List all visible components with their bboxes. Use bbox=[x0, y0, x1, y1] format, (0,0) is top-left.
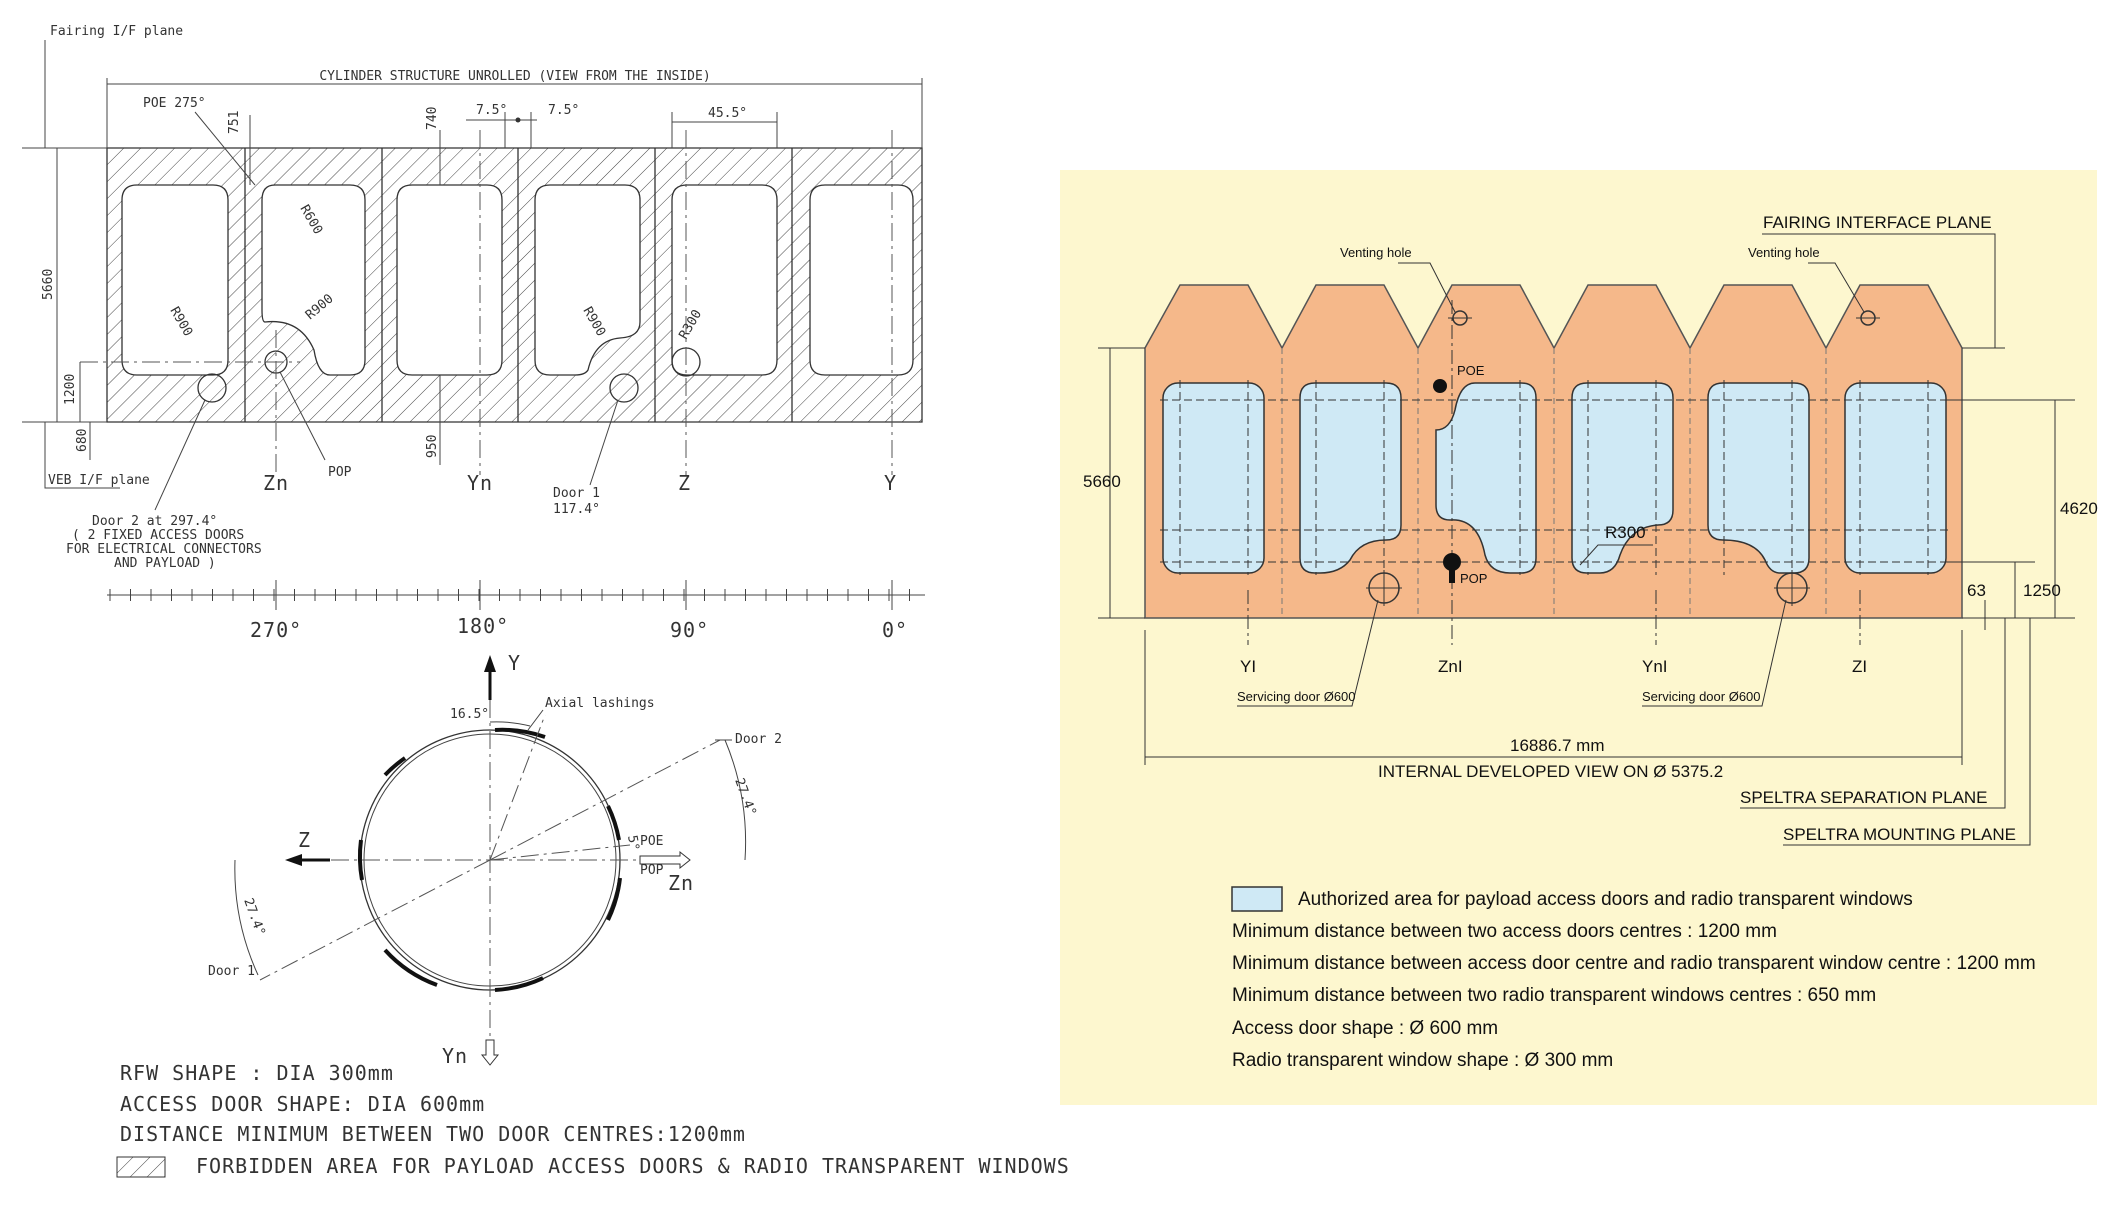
poe-angle: POE 275° bbox=[143, 96, 206, 111]
venting-hole-label-2: Venting hole bbox=[1748, 245, 1820, 260]
axis-z: Z bbox=[678, 471, 691, 495]
door2-note-4: AND PAYLOAD ) bbox=[114, 556, 216, 571]
circle-poe-label: POE bbox=[640, 834, 663, 849]
r600-label: R600 bbox=[297, 203, 326, 238]
scale-270: 270° bbox=[250, 618, 302, 642]
axis-zi: ZI bbox=[1852, 657, 1867, 676]
left-section-view: Y Z Zn Yn 16.5° Axial lashings Door 2 Do… bbox=[208, 651, 782, 1068]
forbidden-hatched-area bbox=[106, 147, 923, 423]
r900-label-c: R900 bbox=[580, 305, 609, 340]
door2-note-1: Door 2 at 297.4° bbox=[92, 514, 217, 529]
dim-7-5-left: 7.5° bbox=[476, 103, 507, 118]
note-min-distance: DISTANCE MINIMUM BETWEEN TWO DOOR CENTRE… bbox=[120, 1122, 746, 1146]
axis-yni: YnI bbox=[1642, 657, 1668, 676]
fairing-interface-plane: FAIRING INTERFACE PLANE bbox=[1763, 213, 1992, 232]
servicing-door-label-1: Servicing door Ø600 bbox=[1237, 689, 1356, 704]
axis-zn: Zn bbox=[263, 471, 289, 495]
door1-label: Door 1 bbox=[553, 486, 600, 501]
circle-z-label: Z bbox=[298, 828, 311, 852]
door2-circle-label: Door 2 bbox=[735, 732, 782, 747]
length-label: 16886.7 mm bbox=[1510, 736, 1605, 755]
dim-1200: 1200 bbox=[63, 374, 78, 405]
fairing-if-label: Fairing I/F plane bbox=[50, 24, 183, 39]
axial-lashings-label: Axial lashings bbox=[545, 696, 655, 711]
dim-950: 950 bbox=[425, 435, 440, 458]
angle-27-4-left: 27.4° bbox=[240, 896, 267, 938]
pop-label-right: POP bbox=[1460, 571, 1487, 586]
servicing-door-label-2: Servicing door Ø600 bbox=[1642, 689, 1761, 704]
right-note-4: Access door shape : Ø 600 mm bbox=[1232, 1018, 1498, 1039]
right-note-5: Radio transparent window shape : Ø 300 m… bbox=[1232, 1050, 1613, 1071]
veb-if-label: VEB I/F plane bbox=[48, 473, 150, 488]
dim-5660-right: 5660 bbox=[1083, 472, 1121, 491]
r900-label-b: R900 bbox=[303, 291, 337, 323]
r300-label-right: R300 bbox=[1605, 523, 1646, 542]
speltra-mounting-plane: SPELTRA MOUNTING PLANE bbox=[1783, 825, 2016, 844]
dim-7-5-right: 7.5° bbox=[548, 103, 579, 118]
developed-view-label: INTERNAL DEVELOPED VIEW ON Ø 5375.2 bbox=[1378, 762, 1723, 781]
right-developed-view: Venting hole Venting hole POE POP R300 F… bbox=[1060, 170, 2098, 1105]
left-notes: RFW SHAPE : DIA 300mm ACCESS DOOR SHAPE:… bbox=[116, 1061, 1070, 1178]
right-note-2: Minimum distance between access door cen… bbox=[1232, 953, 2036, 974]
circle-yn-label: Yn bbox=[442, 1044, 468, 1068]
angle-16-5: 16.5° bbox=[450, 707, 489, 722]
venting-hole-label-1: Venting hole bbox=[1340, 245, 1412, 260]
forbidden-legend-swatch bbox=[116, 1156, 166, 1178]
note-rfw: RFW SHAPE : DIA 300mm bbox=[120, 1061, 394, 1085]
right-note-3: Minimum distance between two radio trans… bbox=[1232, 985, 1876, 1006]
r900-label-a: R900 bbox=[167, 305, 196, 340]
door1-angle: 117.4° bbox=[553, 502, 600, 517]
forbidden-legend-text: FORBIDDEN AREA FOR PAYLOAD ACCESS DOORS … bbox=[196, 1154, 1070, 1178]
scale-0: 0° bbox=[882, 618, 908, 642]
axis-yn: Yn bbox=[467, 471, 493, 495]
authorized-windows bbox=[1162, 382, 1947, 574]
degree-scale-ticks bbox=[109, 589, 910, 601]
r300-label: R300 bbox=[676, 307, 705, 342]
dim-740: 740 bbox=[425, 107, 440, 130]
dim-5660: 5660 bbox=[41, 269, 56, 300]
axis-yi: YI bbox=[1240, 657, 1256, 676]
door2-note-3: FOR ELECTRICAL CONNECTORS bbox=[66, 542, 262, 557]
circle-y-label: Y bbox=[508, 651, 521, 675]
axis-zni: ZnI bbox=[1438, 657, 1463, 676]
dim-45-5: 45.5° bbox=[708, 106, 747, 121]
dim-680: 680 bbox=[75, 429, 90, 452]
right-note-1: Minimum distance between two access door… bbox=[1232, 921, 1777, 942]
circle-pop-label: POP bbox=[640, 863, 664, 878]
left-title: CYLINDER STRUCTURE UNROLLED (VIEW FROM T… bbox=[319, 69, 710, 84]
door2-note-2: ( 2 FIXED ACCESS DOORS bbox=[72, 528, 244, 543]
authorized-legend-text: Authorized area for payload access doors… bbox=[1298, 889, 1913, 910]
angle-5: 5° bbox=[624, 834, 641, 852]
scale-180: 180° bbox=[457, 614, 509, 638]
poe-label: POE bbox=[1457, 363, 1485, 378]
dim-4620: 4620 bbox=[2060, 499, 2098, 518]
dim-1250: 1250 bbox=[2023, 581, 2061, 600]
note-access-door: ACCESS DOOR SHAPE: DIA 600mm bbox=[120, 1092, 485, 1116]
scale-90: 90° bbox=[670, 618, 709, 642]
axis-y: Y bbox=[884, 471, 897, 495]
speltra-separation-plane: SPELTRA SEPARATION PLANE bbox=[1740, 788, 1988, 807]
circle-zn-label: Zn bbox=[668, 871, 694, 895]
door1-circle-label: Door 1 bbox=[208, 964, 255, 979]
pop-label: POP bbox=[328, 465, 352, 480]
angle-27-4-right: 27.4° bbox=[731, 776, 758, 818]
dim-63: 63 bbox=[1967, 581, 1986, 600]
authorized-legend-swatch bbox=[1231, 886, 1283, 912]
left-unrolled-drawing: CYLINDER STRUCTURE UNROLLED (VIEW FROM T… bbox=[22, 24, 925, 642]
dim-751: 751 bbox=[227, 111, 242, 134]
